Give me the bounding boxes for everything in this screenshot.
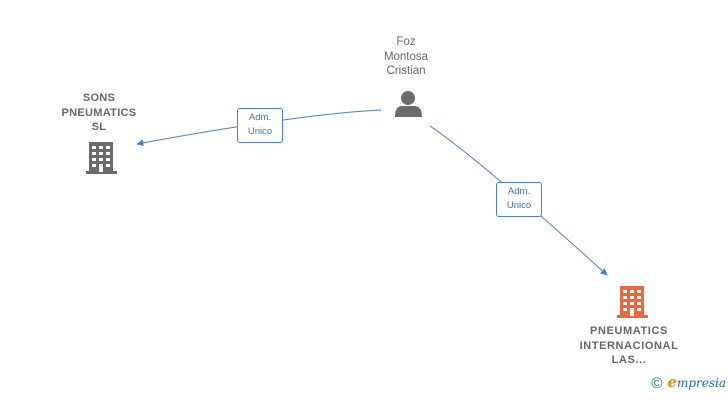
edge-label-role: Adm. Unico [496,182,542,217]
edge-person-to-pneumatics-internacional [429,125,608,276]
person-icon[interactable] [395,91,422,117]
building-icon-highlighted[interactable] [617,286,648,318]
empresia-logo: empresia [667,373,726,391]
person-name-label[interactable]: Foz Montosa Cristian [383,36,429,77]
edge-label-role: Adm. Unico [237,108,283,143]
empresia-watermark: © empresia [651,375,726,391]
copyright-icon: © [651,374,663,392]
company-name-pneumatics-internacional[interactable]: PNEUMATICS INTERNACIONAL LAS... [579,325,679,366]
company-name-sons-pneumatics[interactable]: SONS PNEUMATICS SL [61,92,137,133]
building-icon[interactable] [86,142,117,174]
